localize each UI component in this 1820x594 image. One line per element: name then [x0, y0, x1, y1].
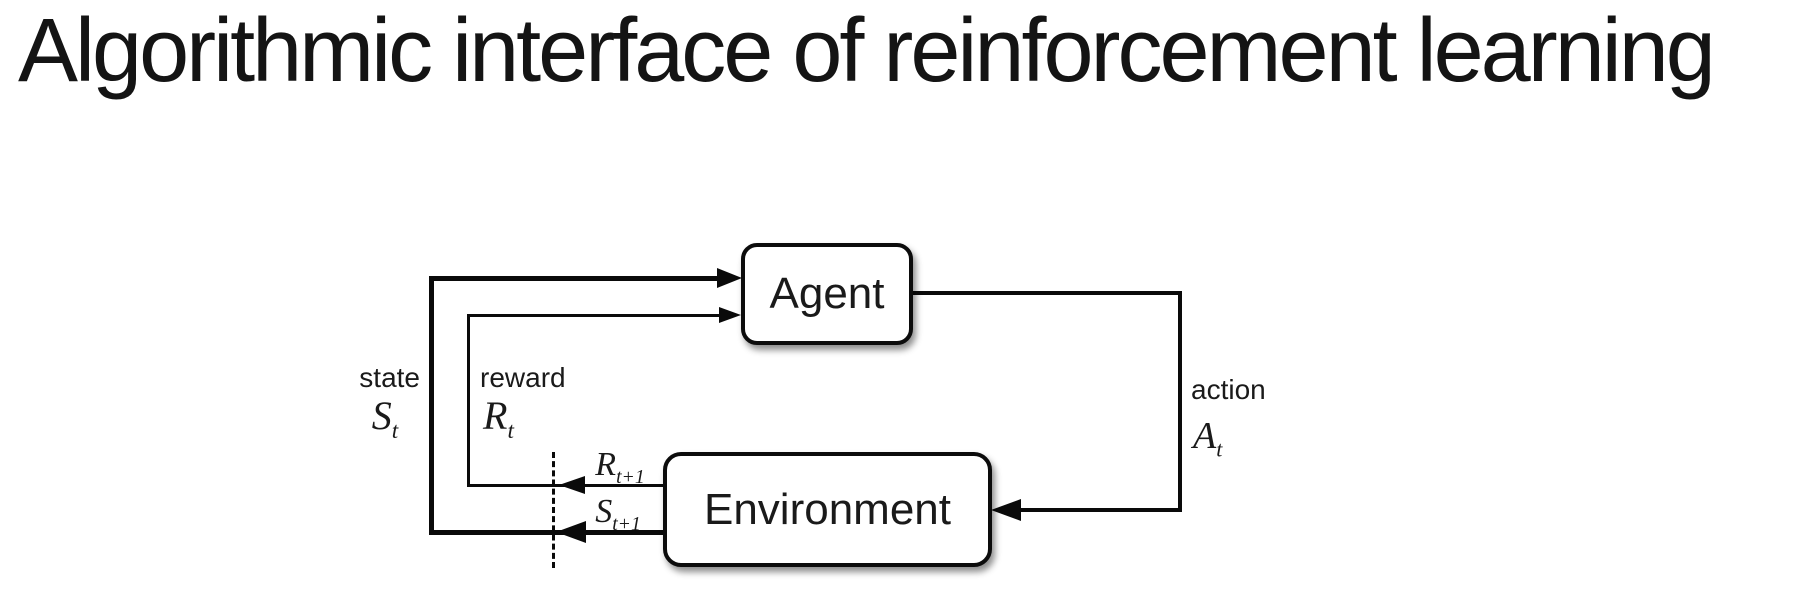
reward-symbol-base: R	[483, 393, 508, 438]
reward-symbol-label: Rt	[483, 392, 514, 443]
reward-line-top	[467, 314, 719, 317]
timestep-dashed-line	[552, 452, 555, 568]
action-symbol-label: At	[1193, 414, 1222, 460]
reward-symbol-sub: t	[507, 418, 514, 444]
reward-next-base: R	[595, 446, 617, 483]
state-arrowhead-into-agent-icon	[717, 268, 742, 288]
state-symbol-base: S	[371, 393, 392, 438]
state-symbol-label: St	[352, 392, 418, 443]
state-next-sub: t+1	[612, 512, 641, 535]
action-line-bottom	[1019, 508, 1182, 512]
state-line-top	[429, 276, 719, 281]
reward-next-symbol-label: Rt+1	[580, 446, 660, 487]
state-line-bottom	[429, 530, 666, 535]
action-symbol-sub: t	[1216, 436, 1223, 462]
state-next-arrowhead-icon	[556, 521, 586, 543]
reward-line-vertical	[467, 314, 470, 487]
environment-label: Environment	[703, 484, 951, 534]
reward-word-label: reward	[480, 362, 566, 393]
agent-box: Agent	[741, 243, 913, 345]
state-word-label: state	[359, 362, 420, 393]
reward-next-arrowhead-icon	[559, 476, 585, 494]
agent-label: Agent	[769, 269, 885, 318]
state-symbol-sub: t	[391, 418, 399, 444]
state-next-symbol-label: St+1	[578, 493, 658, 534]
action-line-vertical	[1178, 291, 1182, 512]
action-line-top	[910, 291, 1182, 295]
reward-next-sub: t+1	[616, 465, 645, 488]
page-title: Algorithmic interface of reinforcement l…	[18, 1, 1716, 101]
reward-arrowhead-into-agent-icon	[719, 307, 741, 323]
action-symbol-base: A	[1193, 415, 1217, 457]
state-next-base: S	[595, 493, 613, 530]
action-word-label: action	[1191, 374, 1266, 405]
action-arrowhead-into-environment-icon	[991, 499, 1021, 521]
environment-box: Environment	[663, 452, 992, 567]
state-line-vertical	[429, 276, 434, 535]
